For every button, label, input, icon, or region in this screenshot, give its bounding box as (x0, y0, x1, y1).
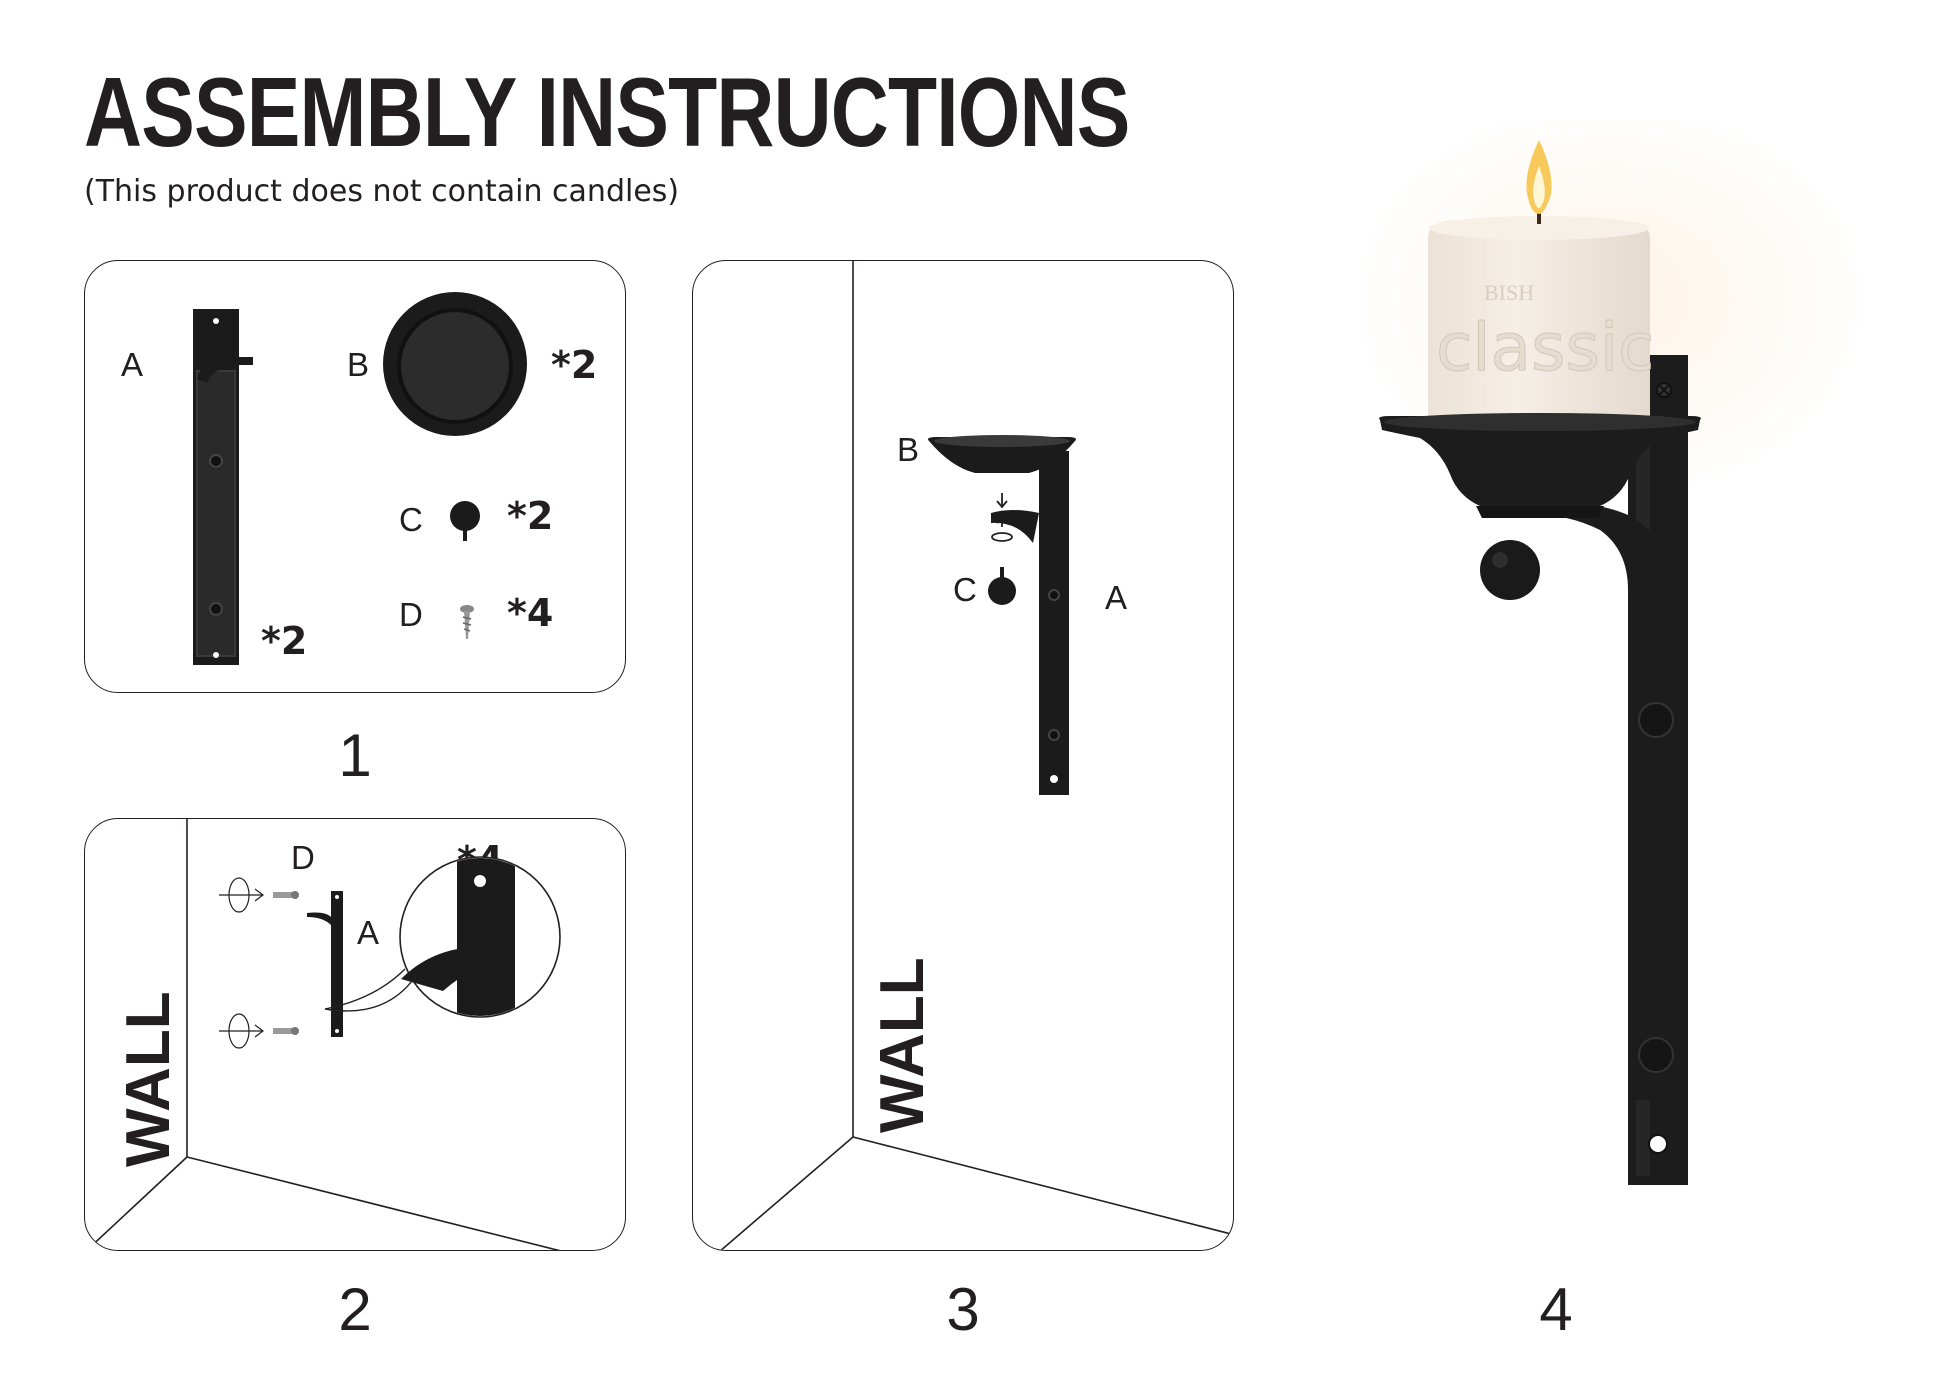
mount-bracket-diagram: WALL D A *4 (85, 819, 561, 1250)
candle-sconce-illustration: BISH classic (1350, 100, 1870, 1185)
part-b-label: B (347, 346, 369, 383)
wall-corner-lines (720, 261, 1233, 1250)
ball-knob-c-image (988, 567, 1016, 605)
bracket-a-image (307, 891, 343, 1037)
part-d-label: D (399, 596, 423, 633)
page-subtitle: (This product does not contain candles) (84, 174, 680, 209)
step-2-panel: WALL D A *4 (84, 818, 626, 1251)
bracket-a-label: A (357, 914, 379, 951)
step-3-number: 3 (946, 1276, 980, 1343)
screw-icon (273, 891, 299, 1035)
finished-product-image: BISH classic (1350, 100, 1920, 1220)
wall-corner-lines (85, 819, 561, 1250)
ball-c-label: C (953, 571, 977, 608)
part-b-quantity: *2 (551, 343, 597, 387)
screw-d-label: D (291, 839, 315, 876)
detail-callout (324, 856, 561, 1018)
screw-d-image (460, 605, 474, 639)
part-d-quantity: *4 (507, 591, 553, 635)
wall-label: WALL (868, 957, 937, 1133)
bracket-a-image (193, 309, 253, 665)
ball-knob-c-image (450, 501, 480, 541)
part-a-quantity: *2 (261, 619, 307, 663)
attach-cup-diagram: WALL B C A (720, 261, 1233, 1250)
screwdriver-icon (219, 877, 264, 1049)
candle-brand-text: BISH (1484, 280, 1534, 305)
step-3-panel: WALL B C A (692, 260, 1234, 1251)
wall-label: WALL (114, 991, 183, 1167)
parts-list-diagram: A *2 B *2 C *2 D (121, 292, 597, 665)
cup-b-label: B (897, 431, 919, 468)
wall-bracket (1480, 355, 1688, 1185)
step-1-panel: A *2 B *2 C *2 D (84, 260, 626, 693)
candle-label-text: classic (1436, 309, 1654, 386)
step-4-number: 4 (1539, 1276, 1573, 1343)
part-a-label: A (121, 346, 143, 383)
part-c-quantity: *2 (507, 494, 553, 538)
bracket-a-image (991, 451, 1069, 795)
candle-cup (1379, 413, 1701, 518)
flame-icon (1526, 140, 1552, 224)
bracket-a-label: A (1105, 579, 1127, 616)
step-2-number: 2 (338, 1276, 372, 1343)
candle-cup-b-image (383, 292, 527, 436)
part-c-label: C (399, 501, 423, 538)
candle: BISH classic (1428, 216, 1655, 426)
step-1-number: 1 (338, 722, 372, 789)
page-title: ASSEMBLY INSTRUCTIONS (84, 57, 1130, 167)
